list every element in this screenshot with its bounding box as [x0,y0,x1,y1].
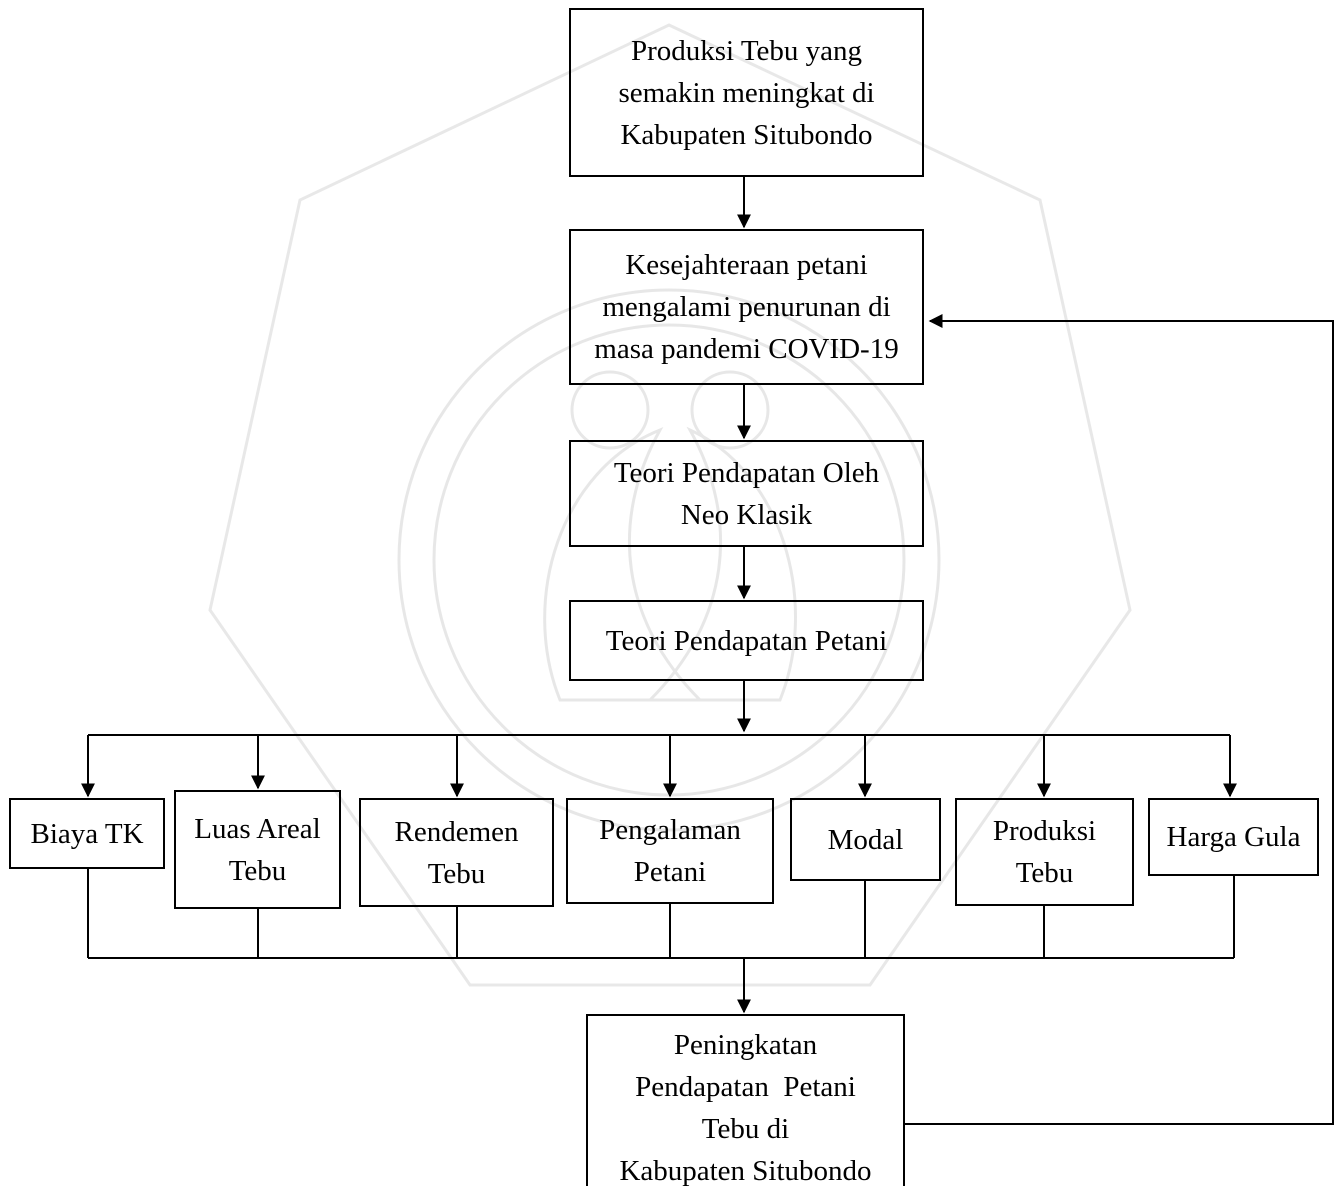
node-line: Teori Pendapatan Petani [605,624,888,657]
node-line: Kabupaten Situbondo [620,118,873,151]
node-modal: Modal [790,798,941,881]
node-teori-pendapatan-petani: Teori Pendapatan Petani [569,600,924,681]
feedback-loop-arrow [905,314,1334,1125]
node-line: Rendemen [394,815,519,848]
node-produksi-meningkat: Produksi Tebu yang semakin meningkat di … [569,8,924,177]
node-line: Modal [827,823,904,856]
node-peningkatan-pendapatan: Peningkatan Pendapatan Petani Tebu di Ka… [586,1014,905,1186]
node-produksi-tebu: Produksi Tebu [955,798,1134,906]
node-kesejahteraan: Kesejahteraan petani mengalami penurunan… [569,229,924,385]
node-line: mengalami penurunan di [602,291,891,323]
node-line: Petani [633,856,707,888]
node-biaya-tk: Biaya TK [9,798,165,869]
node-harga-gula: Harga Gula [1148,798,1319,876]
node-rendemen: Rendemen Tebu [359,798,554,907]
node-pengalaman: Pengalaman Petani [566,798,774,904]
node-line: Biaya TK [30,817,144,850]
node-line: Peningkatan [673,1029,818,1061]
node-line: Neo Klasik [680,498,813,531]
node-line: Tebu [228,854,287,887]
node-line: Harga Gula [1166,821,1301,853]
node-line: semakin meningkat di [618,76,875,109]
node-line: Produksi Tebu yang [630,34,863,67]
node-line: Produksi [992,815,1097,847]
node-line: Luas Areal [194,812,321,845]
node-line: Tebu di [701,1113,790,1145]
node-line: Kabupaten Situbondo [619,1155,872,1186]
node-line: Tebu [427,857,486,890]
node-luas-areal: Luas Areal Tebu [174,790,341,909]
node-teori-neo-klasik: Teori Pendapatan Oleh Neo Klasik [569,440,924,547]
node-line: masa pandemi COVID-19 [594,333,899,365]
node-line: Pengalaman [599,814,741,846]
node-line: Kesejahteraan petani [625,249,868,281]
node-line: Pendapatan Petani [635,1071,856,1103]
node-line: Teori Pendapatan Oleh [613,456,880,489]
node-line: Tebu [1015,857,1074,889]
